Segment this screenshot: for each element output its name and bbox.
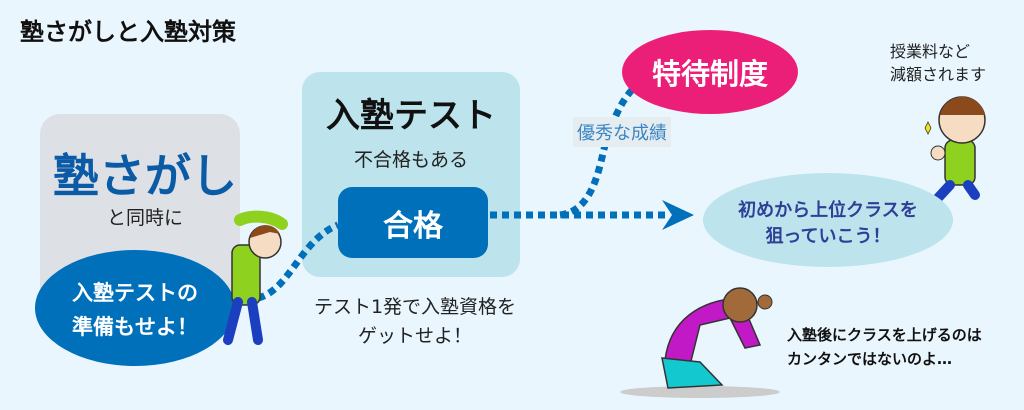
pass-box: 合格 [338, 187, 488, 258]
search-title: 塾さがし [53, 149, 237, 203]
test-note: テスト1発で入塾資格を ゲットせよ！ [300, 293, 530, 351]
note-line: ゲットせよ！ [357, 325, 472, 347]
prepare-bubble [35, 250, 235, 366]
stretching-boy-illustration [223, 210, 288, 345]
upper-class-text: 初めから上位クラスを 狙っていこう！ [703, 198, 953, 250]
dotted-connector [559, 70, 669, 219]
dotted-connector [256, 221, 340, 302]
arrow-head-icon [662, 200, 694, 230]
search-subtitle: と同時に [106, 207, 183, 229]
special-note: 授業料など 減額されます [890, 40, 986, 86]
thumbs-up-boy-illustration [924, 96, 986, 203]
sparkle-icon [924, 121, 932, 135]
special-scholarship-bubble: 特待制度 [622, 30, 798, 114]
bubble-line: 狙っていこう！ [765, 226, 891, 247]
note-line: 入塾後にクラスを上げるのは [787, 326, 982, 344]
note-line: 授業料など [890, 42, 971, 61]
note-line: カンタンではないのよ… [787, 350, 953, 368]
warning-note: 入塾後にクラスを上げるのは カンタンではないのよ… [787, 323, 982, 371]
note-line: 減額されます [890, 65, 987, 84]
page-title: 塾さがしと入塾対策 [20, 18, 236, 46]
note-line: テスト1発で入塾資格を [313, 296, 517, 318]
prepare-bubble-text: 入塾テストの 準備もせよ！ [35, 276, 235, 344]
bubble-line: 準備もせよ！ [72, 315, 198, 339]
upper-class-bubble [703, 173, 953, 267]
kneeling-girl-illustration [620, 287, 780, 398]
honor-grades-label: 優秀な成績 [573, 117, 671, 147]
test-title: 入塾テスト [326, 96, 496, 136]
bubble-line: 初めから上位クラスを [738, 200, 918, 221]
bubble-line: 入塾テストの [72, 281, 198, 305]
test-subtitle: 不合格もある [353, 149, 468, 171]
